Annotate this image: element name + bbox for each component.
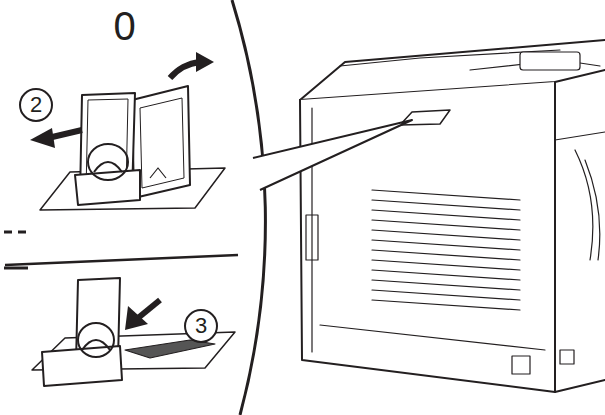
callout-number: 2 — [19, 88, 53, 122]
step-number: 0 — [113, 6, 136, 46]
callout-number: 3 — [184, 309, 218, 343]
